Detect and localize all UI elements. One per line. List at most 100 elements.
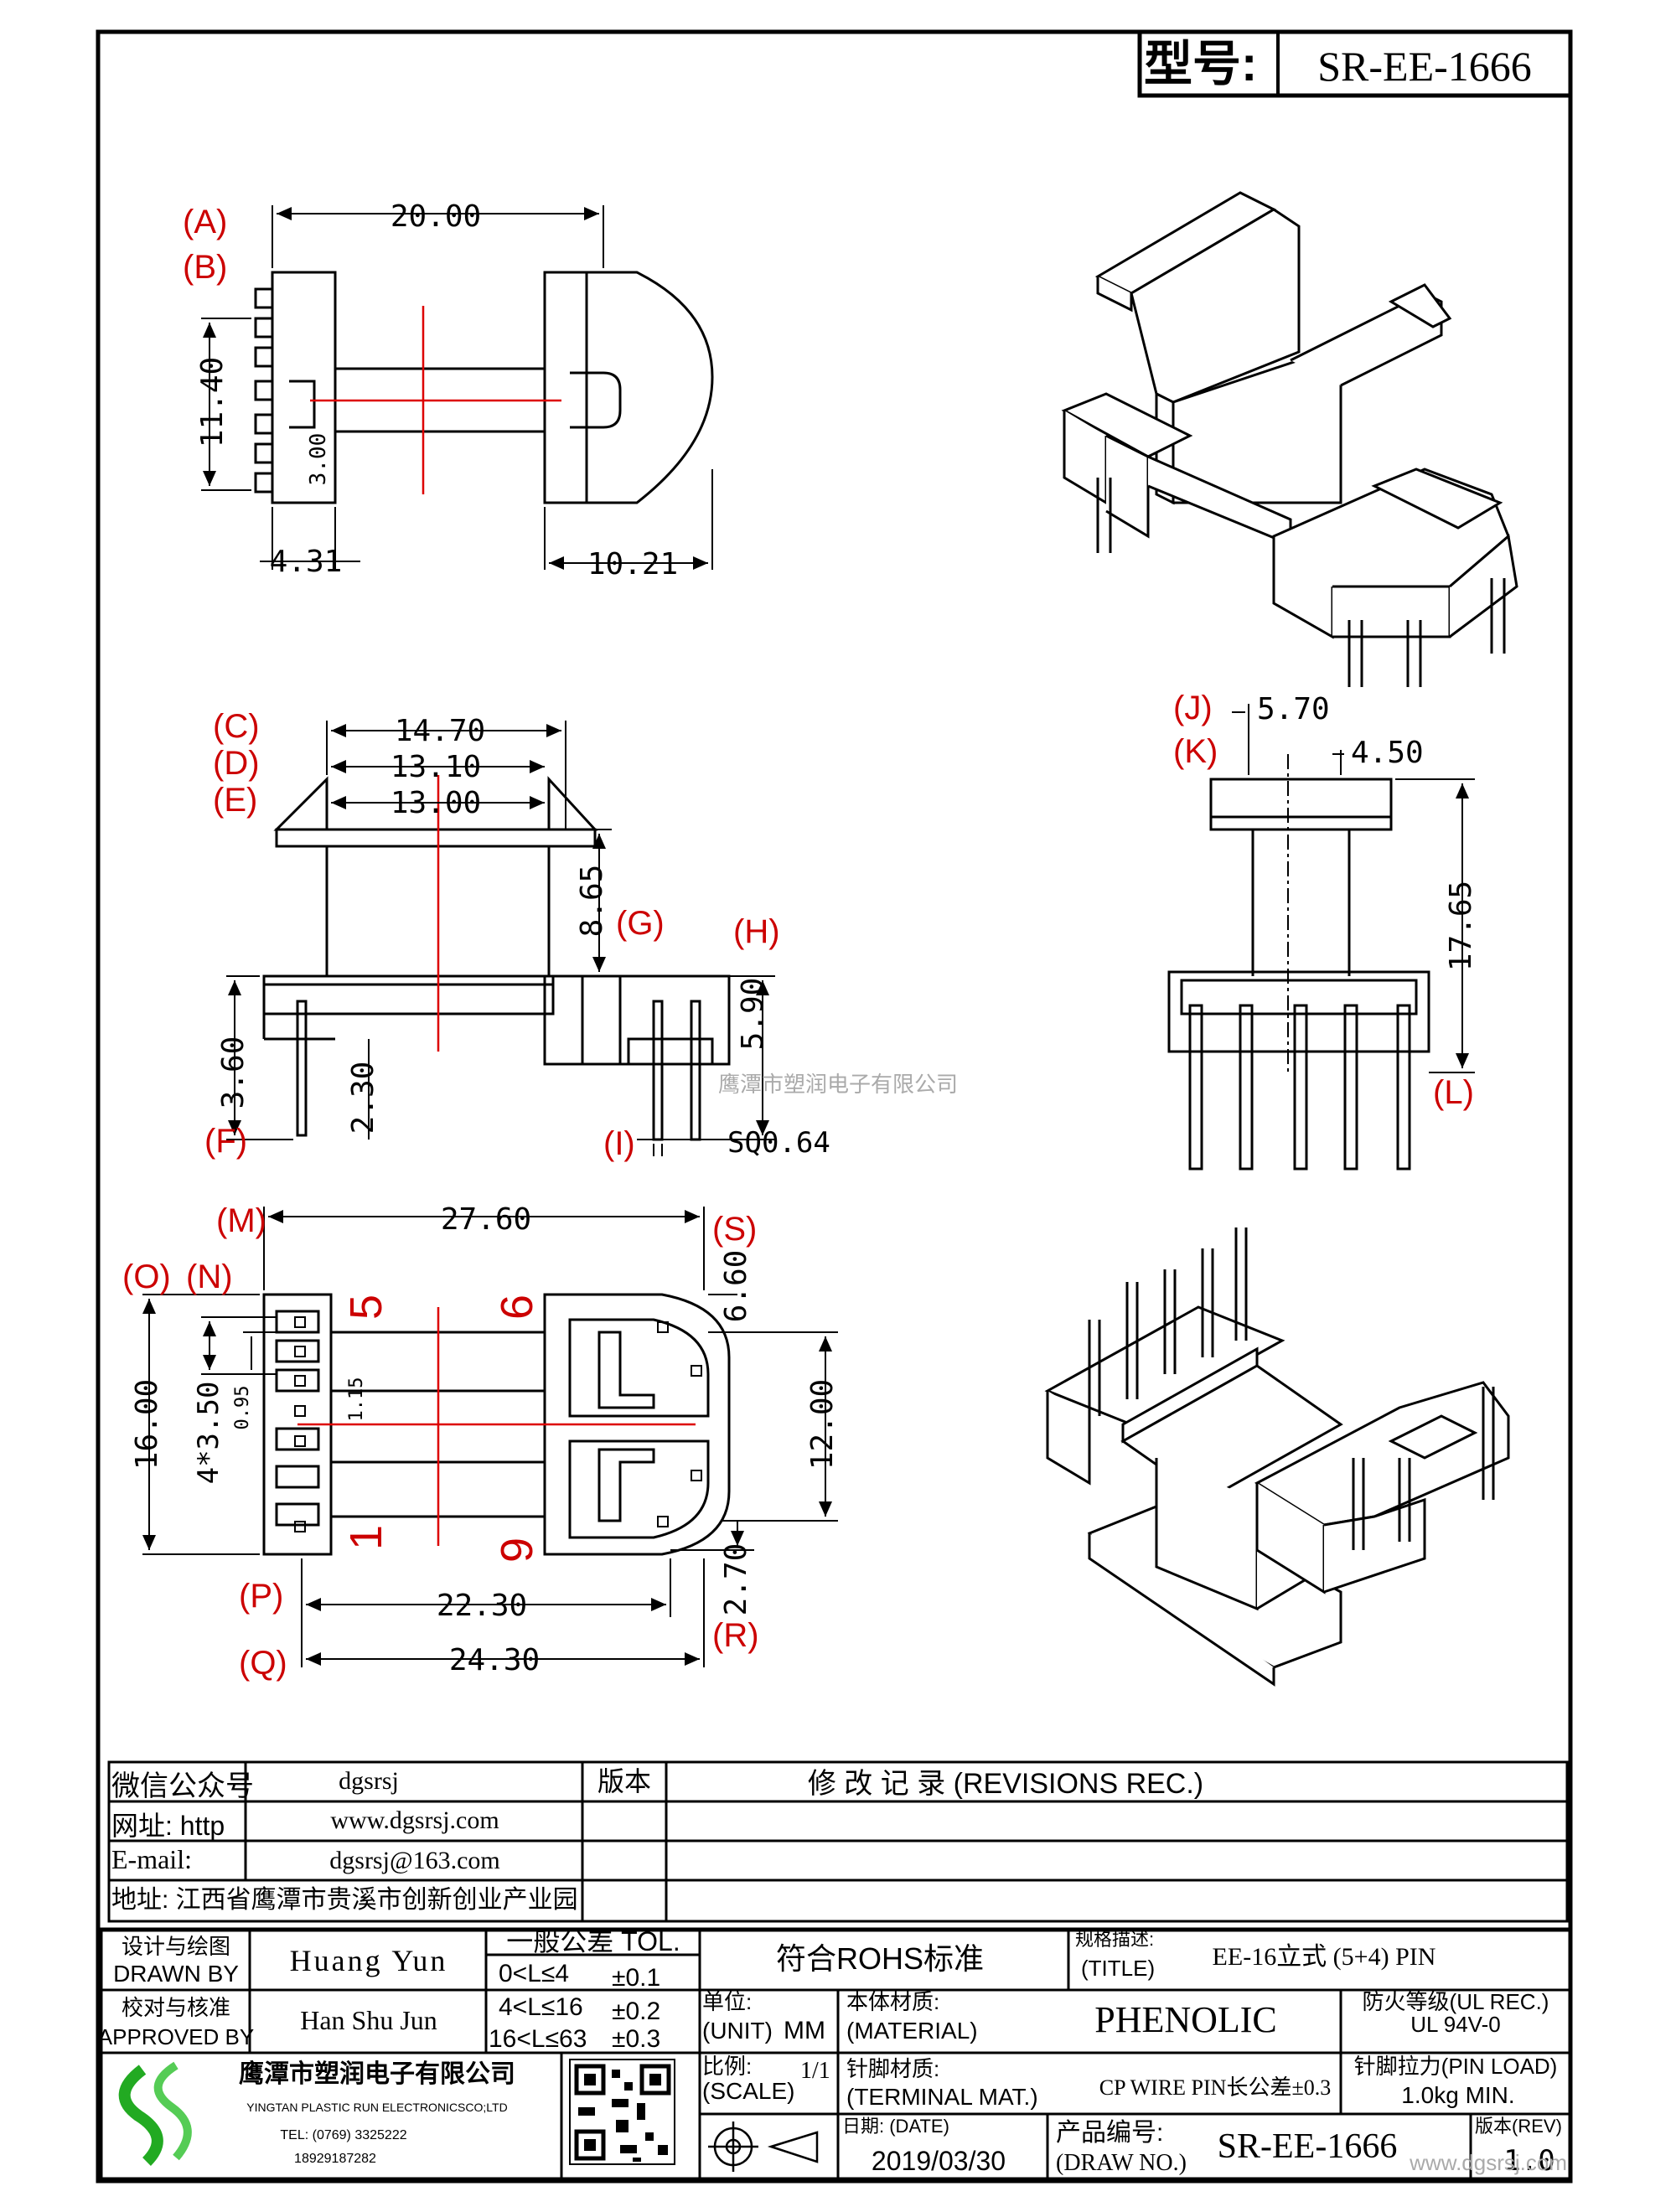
revisions-label: 修 改 记 录 (REVISIONS REC.) [808, 1768, 1203, 1800]
dim-top-right: 10.21 [587, 547, 678, 581]
scale-label-cn: 比例: [702, 2054, 752, 2079]
drawno-label-en: (DRAW NO.) [1056, 2150, 1187, 2176]
dim-front-g: 8.65 [575, 865, 609, 938]
title-label-en: (TITLE) [1081, 1956, 1155, 1981]
wechat-label: 微信公众号 [111, 1770, 254, 1802]
approved-value: Han Shu Jun [300, 2005, 437, 2035]
label-G: (G) [616, 905, 665, 942]
address-label: 地址: 江西省鹰潭市贵溪市创新创业产业园 [111, 1886, 578, 1914]
dim-bottom-s: 6.60 [719, 1250, 753, 1323]
unit-label-cn: 单位: [702, 1989, 752, 2014]
web-label: 网址: http [111, 1811, 225, 1841]
label-N: (N) [186, 1258, 233, 1295]
pin-number-1: 1 [341, 1525, 391, 1550]
label-C: (C) [213, 708, 260, 745]
tol-val-2: ±0.2 [612, 1998, 660, 2025]
pin-number-5: 5 [341, 1295, 391, 1320]
pin-load-label: 针脚拉力(PIN LOAD) [1354, 2054, 1558, 2079]
dim-front-h: 5.90 [736, 978, 770, 1051]
dim-bottom-r: 12.00 [805, 1379, 840, 1470]
watermark-company: 鹰潭市塑润电子有限公司 [718, 1072, 958, 1097]
dim-front-f: 3.60 [216, 1036, 251, 1109]
label-I: (I) [603, 1125, 635, 1162]
terminal-value: CP WIRE PIN长公差±0.3 [1099, 2075, 1331, 2100]
front-view [262, 776, 731, 1141]
date-value: 2019/03/30 [872, 2146, 1006, 2176]
drawno-value: SR-EE-1666 [1218, 2127, 1398, 2166]
label-L: (L) [1433, 1074, 1474, 1111]
scale-value: 1/1 [800, 2058, 830, 2084]
dim-bottom-n: 4*3.50 [192, 1382, 225, 1485]
dim-side-l: 17.65 [1444, 881, 1478, 971]
company-name-en: YINGTAN PLASTIC RUN ELECTRONICSCO;LTD [246, 2101, 507, 2114]
label-E: (E) [213, 782, 257, 819]
approved-label-cn: 校对与核准 [122, 1995, 230, 2020]
tol-val-3: ±0.3 [612, 2025, 660, 2053]
qr-code [569, 2059, 675, 2165]
label-O: (O) [122, 1258, 171, 1295]
projection-symbol [708, 2122, 819, 2172]
unit-value: MM [784, 2017, 825, 2044]
unit-label-en: (UNIT) [702, 2018, 773, 2044]
approved-label-en: APPROVED BY [98, 2024, 254, 2049]
drawn-label-en: DRAWN BY [113, 1961, 239, 1987]
tol-val-1: ±0.1 [612, 1964, 660, 1992]
label-H: (H) [733, 913, 780, 950]
dim-bottom-r2: 2.70 [719, 1543, 753, 1616]
drawn-value: Huang Yun [290, 1944, 448, 1977]
pin-number-6: 6 [492, 1295, 542, 1320]
tol-range-3: 16<L≤63 [489, 2025, 587, 2053]
pin-load-value: 1.0kg MIN. [1401, 2082, 1514, 2108]
dim-front-d: 13.10 [391, 750, 481, 784]
material-label-en: (MATERIAL) [846, 2018, 978, 2044]
model-header: 型号: SR-EE-1666 [1137, 29, 1573, 98]
terminal-label-cn: 针脚材质: [846, 2056, 939, 2081]
company-phone: 18929187282 [294, 2152, 376, 2166]
title-block [98, 1927, 1573, 2182]
dim-top-slot: 3.00 [306, 433, 331, 486]
version-label: 版本 [597, 1766, 651, 1796]
label-A: (A) [183, 204, 227, 240]
terminal-label-en: (TERMINAL MAT.) [846, 2084, 1038, 2110]
dim-side-k: 4.50 [1351, 736, 1424, 770]
material-label-cn: 本体材质: [846, 1989, 939, 2014]
dim-bottom-m: 27.60 [441, 1202, 531, 1237]
label-R: (R) [712, 1617, 759, 1654]
email-value: dgsrsj@163.com [329, 1847, 499, 1874]
date-label: 日期: (DATE) [842, 2116, 949, 2137]
material-value: PHENOLIC [1094, 1999, 1277, 2040]
site-watermark: www.dgsrsj.com [1409, 2150, 1567, 2175]
title-label-cn: 规格描述: [1075, 1929, 1154, 1950]
dim-front-pin: SQ0.64 [727, 1126, 830, 1160]
rohs-compliance: 符合ROHS标准 [776, 1941, 984, 1976]
dim-front-f2: 2.30 [346, 1062, 380, 1134]
company-logo [118, 2061, 192, 2166]
label-F: (F) [204, 1123, 247, 1160]
company-tel: TEL: (0769) 3325222 [280, 2128, 406, 2142]
tol-range-2: 4<L≤16 [499, 1993, 583, 2021]
title-value: EE-16立式 (5+4) PIN [1213, 1943, 1436, 1971]
model-label: 型号: [1144, 37, 1257, 91]
pin-number-9: 9 [492, 1538, 542, 1563]
drawno-label-cn: 产品编号: [1056, 2119, 1163, 2147]
rev-label: 版本(REV) [1475, 2116, 1562, 2137]
dim-bottom-n3: 1.15 [346, 1377, 367, 1422]
dim-top-width: 20.00 [391, 199, 481, 234]
dim-top-left: 4.31 [270, 545, 343, 579]
dim-bottom-o: 16.00 [130, 1379, 164, 1470]
label-K: (K) [1173, 733, 1218, 770]
label-D: (D) [213, 745, 260, 782]
info-table [107, 1760, 1569, 1923]
label-S: (S) [712, 1211, 757, 1248]
dim-top-height: 11.40 [195, 357, 230, 447]
side-view [1167, 778, 1430, 1171]
model-value: SR-EE-1666 [1317, 43, 1532, 90]
email-label: E-mail: [111, 1844, 192, 1874]
label-B: (B) [183, 249, 227, 286]
dim-bottom-n2: 0.95 [232, 1386, 253, 1430]
fire-rating-value: UL 94V-0 [1410, 2012, 1500, 2037]
drawn-label-cn: 设计与绘图 [122, 1934, 230, 1959]
dim-front-c: 14.70 [395, 714, 485, 748]
tol-range-1: 0<L≤4 [499, 1960, 569, 1987]
